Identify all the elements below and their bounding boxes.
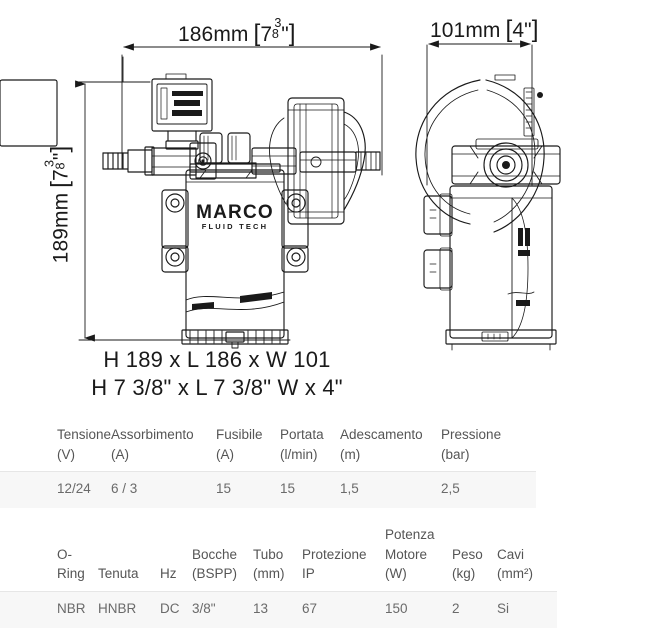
td-potenza-motore: 150 (385, 590, 452, 628)
td-fusibile: 15 (216, 471, 281, 508)
mechanical-spec-table: O- Ring Tenuta Hz (0, 525, 557, 628)
dimension-length-inch-whole: 7 (260, 22, 273, 46)
pressure-switch (151, 73, 213, 150)
th-protezione-ip: Protezione IP (302, 546, 367, 582)
table2-head: O- Ring Tenuta Hz (0, 525, 557, 591)
side-view (0, 74, 561, 351)
th-portata: Portata (l/min) (280, 427, 324, 462)
th-tubo: Tubo (mm) (253, 546, 285, 582)
td-peso: 2 (452, 590, 497, 628)
dimension-label-width: 101mm [4"] (430, 16, 539, 43)
th-tenuta: Tenuta (98, 566, 139, 582)
th-fusibile: Fusibile (A) (216, 427, 263, 462)
table-row: 12/24 6 / 3 15 15 1,5 2,5 (0, 471, 537, 508)
td-assorbimento: 6 / 3 (111, 471, 217, 508)
side-pump-head (451, 138, 561, 188)
table2-body: NBR HNBR DC 3/8" 13 67 150 2 Si (0, 590, 557, 628)
motor-body (161, 163, 309, 349)
side-motor-body (423, 185, 557, 351)
inch-mark: " (281, 22, 289, 46)
pump-head-manifold (151, 132, 297, 180)
front-view (102, 73, 381, 349)
marco-logo: MARCO FLUID TECH (196, 202, 274, 231)
th-pressione: Pressione (bar) (441, 427, 502, 462)
td-oring: NBR (0, 590, 98, 628)
td-tubo: 13 (253, 590, 302, 628)
th-adescamento: Adescamento (m) (340, 427, 423, 462)
td-bocche: 3/8" (192, 590, 253, 628)
td-tensione: 12/24 (0, 471, 112, 508)
th-hz: Hz (160, 566, 177, 582)
td-hz: DC (160, 590, 192, 628)
th-oring: O- Ring (57, 546, 85, 582)
svg-text:MARCO: MARCO (196, 202, 274, 223)
pump-head-right (269, 97, 381, 225)
table1-header-row: Tensione (V) Assorbimento (A) Fusibile (… (0, 425, 536, 472)
th-tensione: Tensione (V) (57, 427, 112, 462)
table1-head: Tensione (V) Assorbimento (A) Fusibile (… (0, 425, 536, 472)
td-adescamento: 1,5 (340, 471, 442, 508)
th-assorbimento: Assorbimento (A) (111, 427, 194, 462)
dimension-width-inch: 4" (512, 19, 532, 42)
td-cavi: Si (497, 590, 557, 628)
td-pressione: 2,5 (441, 471, 537, 508)
dimension-height-inch-whole: 7 (49, 169, 73, 181)
spec-table-electrical: Tensione (V) Assorbimento (A) Fusibile (… (0, 425, 537, 508)
hose-barb-left (102, 146, 155, 176)
caption-imperial-dimensions: H 7 3/8" x L 7 3/8" W x 4" (91, 375, 343, 400)
th-cavi: Cavi (mm²) (497, 546, 533, 582)
td-portata: 15 (280, 471, 341, 508)
dimension-lines (75, 40, 533, 342)
th-peso: Peso (kg) (452, 546, 483, 582)
dimension-length-mm: 186mm (178, 22, 249, 46)
dimension-width-mm: 101mm (430, 19, 501, 42)
table-row: NBR HNBR DC 3/8" 13 67 150 2 Si (0, 590, 557, 628)
dimension-height-mm: 189mm (49, 192, 73, 264)
svg-text:FLUID TECH: FLUID TECH (202, 222, 269, 231)
spec-table-mechanical: O- Ring Tenuta Hz (0, 525, 557, 628)
td-protezione-ip: 67 (302, 590, 385, 628)
pump-drawing-svg: MARCO FLUID TECH (0, 40, 561, 351)
th-potenza-motore: Potenza Motore (W) (385, 527, 435, 582)
caption-metric-dimensions: H 189 x L 186 x W 101 (103, 347, 331, 372)
electrical-spec-table: Tensione (V) Assorbimento (A) Fusibile (… (0, 425, 537, 508)
td-tenuta: HNBR (98, 590, 160, 628)
table1-body: 12/24 6 / 3 15 15 1,5 2,5 (0, 471, 537, 508)
th-bocche: Bocche (BSPP) (192, 546, 238, 582)
table2-header-row: O- Ring Tenuta Hz (0, 525, 557, 591)
